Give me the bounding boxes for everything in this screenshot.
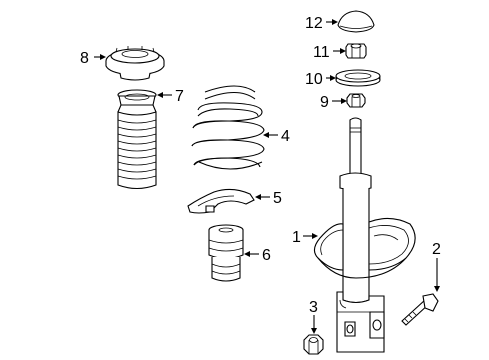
part-12-top-cap <box>337 10 375 33</box>
part-4-coil-spring <box>191 85 265 170</box>
callout-3: 3 <box>309 299 318 316</box>
callout-12: 12 <box>305 15 323 32</box>
part-10-bearing-washer <box>335 69 381 87</box>
part-7-dust-boot <box>117 89 157 190</box>
part-6-bump-stop <box>208 224 244 282</box>
part-3-nut <box>303 334 324 355</box>
callout-10: 10 <box>305 71 323 88</box>
callout-9: 9 <box>320 94 329 111</box>
part-11-upper-nut <box>345 43 367 59</box>
callout-5: 5 <box>273 190 282 207</box>
part-5-spring-seat <box>187 188 255 214</box>
callout-2: 2 <box>432 241 441 258</box>
part-9-nut <box>346 93 366 108</box>
callout-8: 8 <box>80 50 89 67</box>
part-1-strut-assembly <box>313 117 416 353</box>
callout-4: 4 <box>281 128 290 145</box>
callout-labels: 8 7 4 5 6 12 11 10 9 1 2 3 <box>80 15 441 316</box>
leader-lines <box>94 19 440 334</box>
part-8-strut-mount <box>105 46 165 81</box>
callout-6: 6 <box>262 247 271 264</box>
part-2-bolt <box>401 293 439 326</box>
callout-1: 1 <box>292 229 301 246</box>
callout-11: 11 <box>313 44 330 61</box>
callout-7: 7 <box>175 88 184 105</box>
